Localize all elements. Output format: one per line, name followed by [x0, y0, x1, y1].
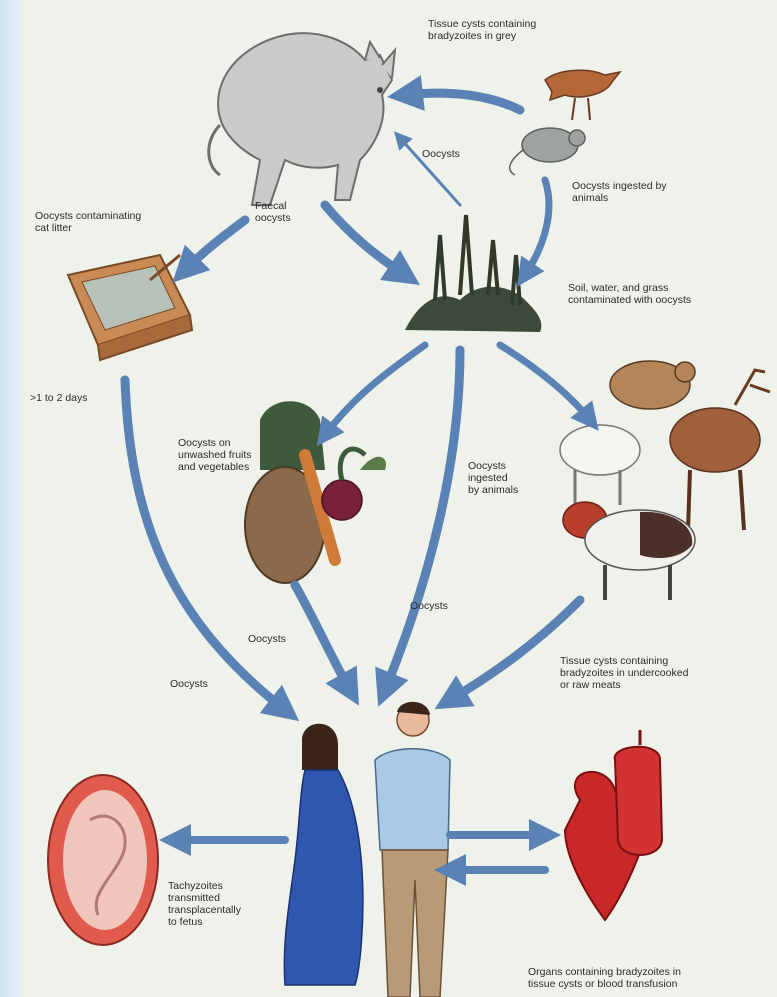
label-oocysts-litter: Oocysts contaminating cat litter	[35, 210, 141, 234]
label-oocysts-ingested-mid: Oocysts ingested by animals	[468, 460, 518, 496]
label-organs-blood: Organs containing bradyzoites in tissue …	[528, 966, 681, 990]
label-tissue-cysts-meat: Tissue cysts containing bradyzoites in u…	[560, 655, 688, 691]
label-oocysts-center: Oocysts	[410, 600, 448, 612]
label-faecal-oocysts: Faecal oocysts	[255, 200, 291, 224]
fetus-illustration	[48, 775, 158, 945]
label-soil-water-grass: Soil, water, and grass contaminated with…	[568, 282, 691, 306]
toxoplasma-life-cycle-diagram: Tissue cysts containing bradyzoites in g…	[20, 0, 777, 997]
label-tachyzoites: Tachyzoites transmitted transplacentally…	[168, 880, 241, 928]
diagram-canvas	[20, 0, 777, 997]
label-one-to-two-days: >1 to 2 days	[30, 392, 88, 404]
label-oocysts-left: Oocysts	[170, 678, 208, 690]
label-tissue-cysts-grey: Tissue cysts containing bradyzoites in g…	[428, 18, 536, 42]
label-oocysts-fruits: Oocysts on unwashed fruits and vegetable…	[178, 437, 252, 473]
label-oocysts-veg: Oocysts	[248, 633, 286, 645]
label-oocysts-top: Oocysts	[422, 148, 460, 160]
label-oocysts-ingested-top: Oocysts ingested by animals	[572, 180, 667, 204]
